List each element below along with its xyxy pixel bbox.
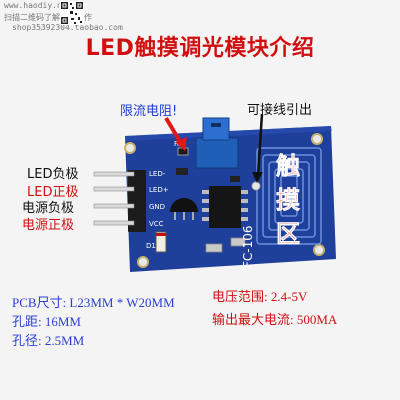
mounting-hole-top-right bbox=[311, 133, 323, 145]
arrow-to-resistor bbox=[164, 116, 187, 151]
silk-pin-led-minus: LED- bbox=[149, 170, 166, 178]
pin-label-led-positive: LED正极 bbox=[27, 185, 79, 200]
resistor-callout: 限流电阻! bbox=[120, 104, 178, 119]
silk-ref-d1: D1 bbox=[146, 242, 156, 250]
spec-hole-pitch: 孔距: 16MM bbox=[12, 314, 81, 329]
touch-area-char-1: 触 bbox=[276, 152, 300, 180]
watermark-scan-text: 扫描二维码了解更多制作 bbox=[4, 13, 92, 22]
smd-part bbox=[176, 168, 188, 175]
smd-cap bbox=[230, 237, 246, 247]
watermark-url: www.haodiy.net bbox=[4, 1, 72, 10]
watermark-shop: shop35392304.taobao.com bbox=[12, 23, 123, 32]
pin-label-power-negative: 电源负极 bbox=[22, 201, 75, 216]
transistor bbox=[170, 198, 198, 220]
touch-area-char-3: 区 bbox=[276, 220, 300, 248]
silk-pin-led-plus: LED+ bbox=[149, 186, 169, 194]
spec-voltage: 电压范围: 2.4-5V bbox=[212, 289, 308, 304]
arrow-to-touch-wire bbox=[252, 113, 264, 183]
pin-label-power-positive: 电源正极 bbox=[22, 218, 75, 233]
spec-pcb-size: PCB尺寸: L23MM * W20MM bbox=[12, 295, 175, 310]
touch-pad bbox=[256, 147, 322, 245]
jumper-header bbox=[195, 117, 239, 169]
smd-cap bbox=[205, 243, 223, 253]
touch-area-char-2: 摸 bbox=[276, 186, 300, 214]
header-pins bbox=[93, 170, 146, 232]
diode bbox=[155, 231, 167, 253]
silk-pin-vcc: VCC bbox=[149, 220, 164, 228]
qr-code-icon bbox=[60, 1, 84, 25]
silk-pin-gnd: GND bbox=[149, 203, 165, 211]
wire-callout: 可接线引出 bbox=[247, 103, 313, 118]
touch-wire-pad bbox=[251, 181, 261, 191]
pin-label-led-negative: LED负极 bbox=[27, 167, 79, 182]
silk-model: FC-106 bbox=[241, 225, 255, 268]
spec-hole-diameter: 孔径: 2.5MM bbox=[12, 333, 85, 348]
ic-chip bbox=[202, 186, 248, 228]
mounting-hole-bottom-right bbox=[313, 244, 325, 256]
smd-part bbox=[230, 176, 240, 182]
mounting-hole-bottom-left bbox=[137, 256, 149, 268]
spec-current: 输出最大电流: 500MA bbox=[212, 312, 338, 327]
page-title: LED触摸调光模块介绍 bbox=[85, 36, 315, 61]
mounting-hole-top-left bbox=[124, 142, 136, 154]
